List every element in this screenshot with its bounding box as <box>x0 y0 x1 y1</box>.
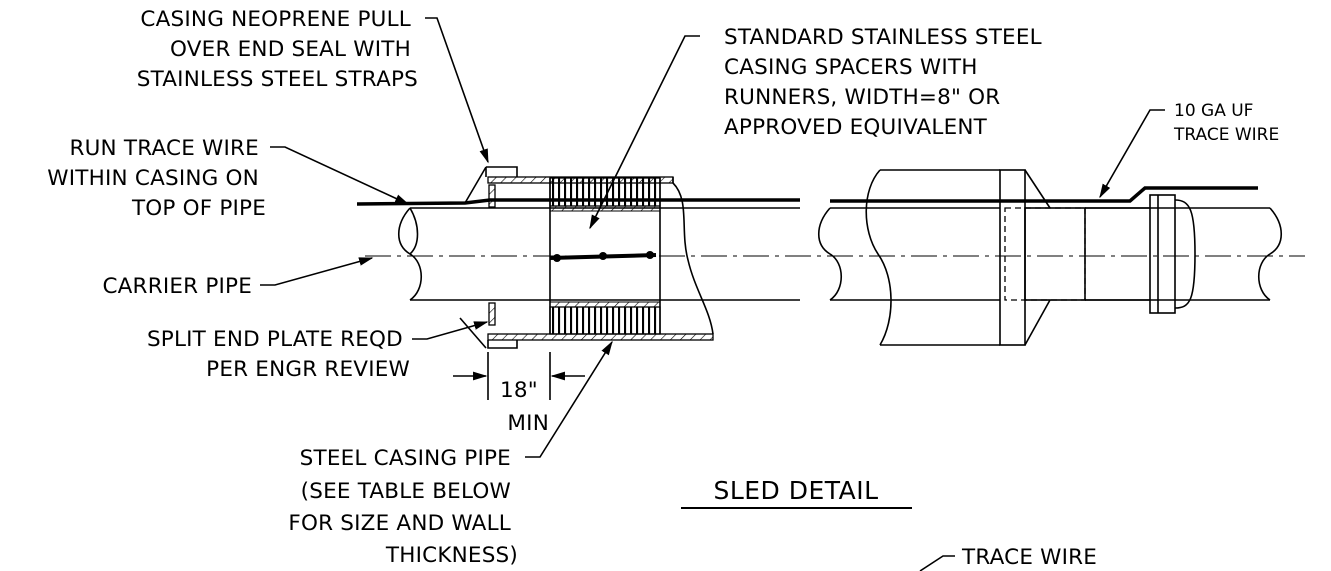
casing-spacer <box>549 177 661 335</box>
neoprene-end-seal <box>459 166 518 349</box>
drawing-title: SLED DETAIL <box>713 476 878 505</box>
dimension-qualifier: MIN <box>507 411 549 436</box>
label-carrier-pipe: CARRIER PIPE <box>102 274 252 299</box>
carrier-pipe-left <box>397 207 800 301</box>
dimension-value: 18" <box>500 378 538 403</box>
dimension-18in <box>453 352 585 400</box>
label-steel-casing: STEEL CASING PIPE (SEE TABLE BELOW FOR S… <box>288 446 518 568</box>
carrier-pipe-right <box>817 169 1283 346</box>
label-trace-wire-run: RUN TRACE WIRE WITHIN CASING ON TOP OF P… <box>47 136 266 221</box>
label-neoprene-seal: CASING NEOPRENE PULL OVER END SEAL WITH … <box>137 7 418 92</box>
pipe-coupling <box>999 169 1196 346</box>
label-uf-trace-wire: 10 GA UF TRACE WIRE <box>1173 101 1279 145</box>
split-end-plate <box>488 184 496 326</box>
label-bottom-trace-wire: TRACE WIRE <box>961 545 1097 570</box>
leader-lines <box>260 17 1165 571</box>
label-casing-spacers: STANDARD STAINLESS STEEL CASING SPACERS … <box>724 25 1049 140</box>
trace-wire <box>356 186 1258 206</box>
label-split-end-plate: SPLIT END PLATE REQD PER ENGR REVIEW <box>147 327 410 382</box>
